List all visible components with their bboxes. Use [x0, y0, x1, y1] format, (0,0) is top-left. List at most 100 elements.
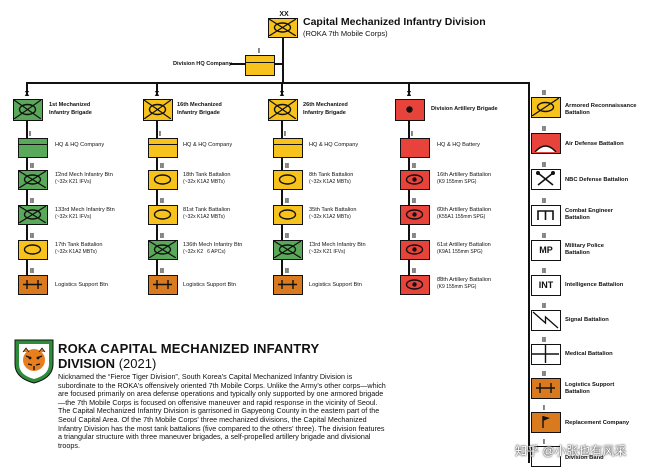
- division-subtitle: (ROKA 7th Mobile Corps): [303, 29, 388, 38]
- support-label: Battalion: [565, 250, 590, 256]
- unit-echelon: II: [285, 163, 289, 170]
- support-label: Battalion: [565, 389, 590, 395]
- unit-symbol: [273, 138, 303, 158]
- unit-echelon: II: [542, 268, 546, 275]
- division-symbol: [268, 18, 298, 38]
- unit-label: 1̂2nd Mech Infantry Btn: [55, 172, 113, 178]
- replacement-symbol: [531, 412, 561, 433]
- unit-echelon: II: [285, 268, 289, 275]
- unit-symbol: [148, 138, 178, 158]
- unit-label: 16th Artillery Battalion: [437, 172, 492, 178]
- unit-echelon: II: [160, 198, 164, 205]
- division-emblem: [13, 338, 55, 384]
- unit-equipment: (~32x K21 IFVs): [309, 249, 346, 255]
- mech-infantry-symbol: [148, 240, 178, 260]
- unit-equipment: (K9 155mm SPG): [437, 284, 477, 290]
- air-defense-symbol: [531, 133, 561, 154]
- unit-echelon: II: [542, 233, 546, 240]
- unit-label: 18th Tank Battalion: [183, 172, 231, 178]
- unit-echelon: II: [160, 233, 164, 240]
- sp-artillery-symbol: [400, 205, 430, 225]
- brigade-2-name-line2: Infantry Brigade: [177, 110, 220, 116]
- unit-equipment: (~32x K1A2 MBTs): [183, 214, 225, 220]
- unit-label: 6̂0th Artillery Battalion: [437, 207, 492, 213]
- unit-label: HQ & HQ Company: [55, 142, 105, 148]
- support-label: Battalion: [565, 215, 590, 221]
- unit-echelon: I: [411, 131, 413, 138]
- sp-artillery-symbol: [400, 240, 430, 260]
- unit-symbol: [18, 138, 48, 158]
- support-label: Replacement Company: [565, 420, 630, 426]
- armored-recon-symbol: [531, 97, 561, 118]
- brigade-echelon: X: [154, 91, 160, 98]
- unit-echelon: II: [542, 162, 546, 169]
- unit-label: Logistics Support Btn: [309, 282, 362, 288]
- brigade-echelon: X: [279, 91, 285, 98]
- unit-label: Logistics Support Btn: [183, 282, 236, 288]
- unit-equipment: (~32x K1A2 MBTs): [55, 249, 97, 255]
- unit-echelon: II: [285, 198, 289, 205]
- unit-label: 133rd Mech Infantry Btn: [55, 207, 115, 213]
- unit-equipment: (~32x K1A2 MBTs): [183, 179, 225, 185]
- support-label: Military Police: [565, 243, 604, 249]
- logistics-symbol: [273, 275, 303, 295]
- unit-label: 1̂3rd Mech Infantry Btn: [309, 242, 366, 248]
- brigade-3-name-line2: Infantry Brigade: [303, 110, 346, 116]
- mech-infantry-symbol: [18, 205, 48, 225]
- unit-equipment: (~32x K1A2 MBTs): [309, 214, 351, 220]
- unit-echelon: II: [412, 198, 416, 205]
- unit-echelon: II: [30, 233, 34, 240]
- unit-echelon: I: [159, 131, 161, 138]
- unit-echelon: II: [160, 163, 164, 170]
- unit-equipment: (~32x K26 APCs): [183, 249, 226, 255]
- unit-equipment: (~32x K21 IFVs): [55, 179, 92, 185]
- unit-echelon: II: [30, 268, 34, 275]
- unit-label: HQ & HQ Company: [309, 142, 359, 148]
- sp-artillery-symbol: [400, 275, 430, 295]
- unit-label: Logistics Support Btn: [55, 282, 108, 288]
- logistics-symbol: [531, 378, 561, 399]
- support-label: Division Band: [565, 455, 604, 461]
- info-title: ROKA CAPITAL MECHANIZED INFANTRY: [58, 341, 320, 356]
- brigade-2-symbol: [143, 99, 173, 121]
- unit-echelon: II: [285, 233, 289, 240]
- medical-symbol: [531, 344, 561, 365]
- artillery-brigade-symbol: [395, 99, 425, 121]
- brigade-2-name-line1: 16th Mechanized: [177, 102, 222, 108]
- unit-echelon: I: [543, 405, 545, 412]
- tank-symbol: [273, 170, 303, 190]
- brigade-3-symbol: [268, 99, 298, 121]
- brigade-echelon: X: [24, 91, 30, 98]
- logistics-symbol: [18, 275, 48, 295]
- unit-echelon: II: [160, 268, 164, 275]
- tank-symbol: [18, 240, 48, 260]
- info-title-word: DIVISION: [58, 356, 116, 371]
- division-hq-echelon: I: [258, 48, 260, 55]
- unit-echelon: II: [542, 126, 546, 133]
- int-symbol-text: INT: [538, 280, 554, 290]
- support-label: Air Defense Battalion: [565, 141, 624, 147]
- artillery-brigade-name: Division Artillery Brigade: [431, 106, 498, 112]
- military-police-symbol: MP: [531, 240, 561, 261]
- unit-echelon: I: [284, 131, 286, 138]
- unit-equipment: (~32x K1A2 MBTs): [309, 179, 351, 185]
- engineer-symbol: [531, 205, 561, 226]
- unit-label: 81st Tank Battalion: [183, 207, 231, 213]
- division-title: Capital Mechanized Infantry Division: [303, 16, 486, 28]
- info-year: (2021): [118, 356, 157, 371]
- info-body: Nicknamed the “Fierce Tiger Division”, S…: [58, 372, 386, 450]
- brigade-1-name-line2: Infantry Brigade: [49, 110, 92, 116]
- logistics-symbol: [148, 275, 178, 295]
- division-echelon: XX: [279, 11, 289, 18]
- unit-equipment: (K9 155mm SPG): [437, 179, 477, 185]
- signal-symbol: [531, 310, 561, 331]
- unit-label: HQ & HQ Battery: [437, 142, 480, 148]
- tank-symbol: [148, 205, 178, 225]
- support-label: Logistics Support: [565, 382, 615, 388]
- brigade-3-name-line1: 26th Mechanized: [303, 102, 348, 108]
- support-label: NBC Defense Battalion: [565, 177, 629, 183]
- support-label: Signal Battalion: [565, 317, 609, 323]
- unit-label: 136th Mech Infantry Btn: [183, 242, 243, 248]
- unit-label: 35th Tank Battalion: [309, 207, 357, 213]
- support-label: Armored Reconnaissance: [565, 103, 637, 109]
